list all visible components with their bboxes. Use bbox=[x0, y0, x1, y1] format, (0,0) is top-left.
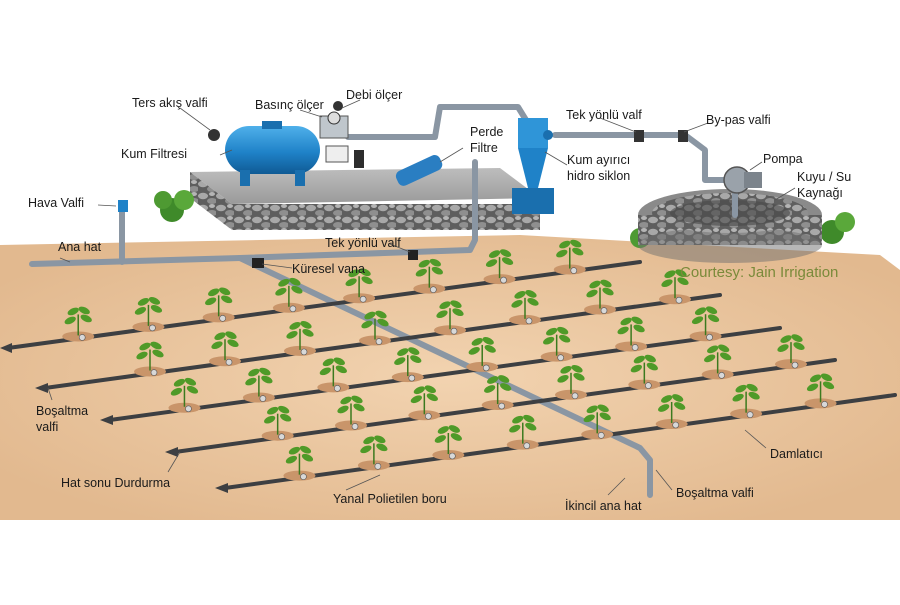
plant bbox=[434, 300, 466, 336]
plant bbox=[261, 405, 294, 441]
label-hava-valfi: Hava Valfi bbox=[28, 196, 85, 210]
pump bbox=[723, 166, 762, 194]
plant bbox=[357, 435, 390, 471]
plants bbox=[62, 239, 837, 481]
plant bbox=[283, 445, 316, 481]
plant bbox=[509, 290, 541, 325]
label-debi-olcer: Debi ölçer bbox=[346, 88, 403, 102]
label-kum-ayirici-1: Kum ayırıcı bbox=[567, 153, 631, 167]
leader-lines bbox=[47, 99, 796, 496]
label-bosaltma-2: valfi bbox=[36, 420, 59, 434]
plant bbox=[581, 404, 614, 440]
plant bbox=[804, 373, 837, 409]
plant bbox=[730, 383, 763, 419]
label-kum-filtresi: Kum Filtresi bbox=[121, 147, 187, 161]
plant bbox=[615, 316, 648, 352]
label-yanal-boru: Yanal Polietilen boru bbox=[333, 492, 447, 506]
label-tek-yonlu-valf-top: Tek yönlü valf bbox=[566, 108, 642, 122]
label-kum-ayirici-2: hidro siklon bbox=[567, 169, 631, 183]
soil-field bbox=[0, 235, 900, 520]
plant bbox=[209, 331, 241, 367]
label-ters-akis-valfi: Ters akış valfi bbox=[132, 96, 208, 110]
label-ikincil-ana-hat: İkincil ana hat bbox=[565, 499, 642, 513]
label-kuresel-vana: Küresel vana bbox=[292, 262, 365, 276]
end-caps bbox=[0, 343, 228, 493]
plant bbox=[432, 425, 465, 460]
plant bbox=[134, 341, 166, 377]
label-kuyu-1: Kuyu / Su bbox=[797, 170, 852, 184]
plant bbox=[775, 334, 807, 370]
plant bbox=[168, 377, 201, 413]
courtesy-text: Courtesy: Jain Irrigation bbox=[680, 264, 839, 281]
plant bbox=[317, 357, 350, 393]
bush-left bbox=[154, 190, 194, 222]
label-basinc-olcer: Basınç ölçer bbox=[255, 98, 324, 112]
label-hat-sonu: Hat sonu Durdurma bbox=[61, 476, 171, 490]
label-by-pas-valfi: By-pas valfi bbox=[706, 113, 771, 127]
plant bbox=[628, 354, 661, 390]
plant bbox=[483, 249, 516, 285]
plant bbox=[242, 367, 275, 403]
label-bosaltma-valfi-right: Boşaltma valfi bbox=[676, 486, 754, 500]
label-kuyu-2: Kaynağı bbox=[797, 186, 843, 200]
plant bbox=[202, 287, 235, 323]
plant bbox=[343, 268, 376, 304]
label-pompa: Pompa bbox=[763, 152, 803, 166]
plant bbox=[481, 375, 514, 411]
label-bosaltma-1: Boşaltma bbox=[36, 404, 89, 418]
valves bbox=[118, 130, 688, 268]
label-ana-hat: Ana hat bbox=[58, 240, 102, 254]
plant bbox=[391, 347, 424, 383]
label-tek-yonlu-valf-mid: Tek yönlü valf bbox=[325, 236, 401, 250]
plant bbox=[132, 297, 165, 332]
plant bbox=[284, 321, 316, 356]
label-perde-2: Filtre bbox=[470, 141, 498, 155]
plant bbox=[413, 258, 446, 294]
screen-filter bbox=[395, 155, 443, 186]
plant bbox=[506, 414, 539, 450]
plant bbox=[335, 395, 367, 431]
plant bbox=[408, 385, 441, 421]
sand-filter-tank bbox=[208, 121, 320, 186]
plant bbox=[584, 279, 616, 315]
plant bbox=[553, 239, 586, 275]
well bbox=[638, 189, 822, 263]
plant bbox=[689, 306, 722, 342]
label-damlatici: Damlatıcı bbox=[770, 447, 823, 461]
filter-platform bbox=[190, 168, 540, 230]
plant bbox=[659, 269, 691, 305]
plant bbox=[555, 364, 587, 400]
plant bbox=[701, 344, 734, 380]
plant bbox=[359, 310, 391, 346]
plant bbox=[272, 277, 305, 313]
plant bbox=[655, 394, 688, 429]
hydrocyclone bbox=[512, 118, 554, 214]
plant bbox=[466, 337, 499, 372]
label-perde-1: Perde bbox=[470, 125, 504, 139]
gauges-valves bbox=[319, 101, 364, 168]
plant bbox=[62, 306, 95, 342]
plant bbox=[540, 326, 573, 362]
